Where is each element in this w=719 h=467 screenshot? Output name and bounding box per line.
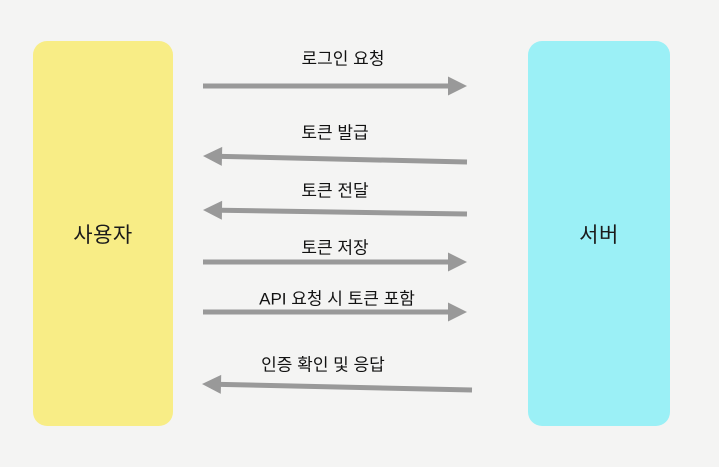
- message-arrow-left: [202, 374, 473, 394]
- message-label: 인증 확인 및 응답: [261, 355, 385, 375]
- message-arrow-left: [203, 146, 468, 166]
- message-label: 토큰 전달: [301, 181, 369, 201]
- message-arrow-left: [203, 200, 468, 220]
- message-arrow-right: [203, 76, 467, 96]
- actor-user-label: 사용자: [73, 223, 133, 247]
- message-label: 토큰 발급: [301, 123, 369, 143]
- message-label: 로그인 요청: [301, 49, 385, 69]
- actor-box-user: 사용자: [33, 41, 173, 426]
- actor-box-server: 서버: [528, 41, 670, 426]
- actor-server-label: 서버: [579, 223, 619, 247]
- message-label: API 요청 시 토큰 포함: [259, 289, 415, 309]
- message-label: 토큰 저장: [301, 238, 369, 258]
